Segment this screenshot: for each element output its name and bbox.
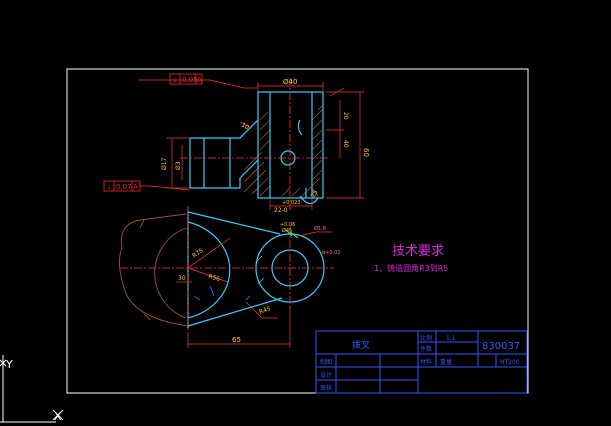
tolerance-top-symbol: ⊥	[172, 76, 178, 84]
front-dimensions	[138, 79, 364, 210]
plan-outline	[187, 210, 325, 328]
hatch-area	[243, 105, 323, 199]
slash-label: d+0.02	[322, 250, 341, 256]
dim-tol-022: +0.023	[282, 200, 301, 206]
tolerance-left-symbol: ⊥	[106, 183, 112, 191]
dim-d45: Ø45	[282, 227, 292, 234]
dim-40v: 40	[342, 140, 349, 148]
ucs-icon	[0, 355, 64, 423]
dim-r45: R45	[258, 305, 272, 316]
ucs-x-label: X	[54, 410, 62, 423]
dim-20: 20	[342, 112, 349, 120]
plan-hatch	[255, 249, 265, 285]
dim-r56: R56	[207, 273, 220, 283]
front-view: ⊥ 0.05 A ⊥ 0.07 A Ø40 60 20 40 22-0 +0.0…	[103, 73, 370, 214]
front-outline	[189, 91, 324, 205]
tolerance-left-value: 0.07	[116, 183, 132, 191]
dim-phi-left-b: Ø3	[175, 161, 182, 170]
dim-25: 25	[310, 189, 320, 199]
tolerance-top-value: 0.05	[182, 76, 198, 84]
dim-30: 30	[178, 275, 186, 282]
plan-ticks	[193, 285, 251, 301]
drawing-border	[66, 68, 529, 394]
tolerance-left-datum: A	[133, 183, 138, 191]
dim-t: +0.06	[280, 222, 295, 228]
dim-65: 65	[232, 336, 241, 344]
dim-22: 22-0	[274, 207, 288, 214]
title-block-ratio-label: 比例	[420, 334, 432, 342]
title-block-drawing-no: 830037	[482, 341, 520, 352]
dim-10: 10	[240, 122, 250, 132]
tolerance-top-datum: A	[197, 76, 202, 84]
tolerance-frame-top	[169, 73, 203, 85]
plan-view: 65 R75 R56 30 R45 Ø45 +0.06 Ø1.6 d+0.02	[119, 206, 341, 348]
dim-40: Ø40	[283, 78, 297, 86]
tech-item-1: 1、铸造圆角R3到R5	[374, 263, 448, 273]
plan-small-marks	[285, 229, 299, 239]
dim-60: 60	[362, 148, 370, 157]
tolerance-frame-left	[103, 180, 141, 192]
title-block-draw-label: 制图	[320, 358, 332, 366]
front-centerlines	[180, 78, 328, 210]
title-block-name: 拨叉	[352, 339, 370, 351]
tech-title: 技术要求	[392, 244, 444, 259]
dim-phi-left-a: Ø17	[161, 157, 168, 170]
title-block	[315, 330, 528, 394]
title-block-design-label: 设计	[320, 371, 332, 379]
plan-left-part	[119, 213, 189, 327]
title-block-ratio-value: 1:1	[446, 335, 456, 342]
plan-dimensions	[176, 231, 332, 348]
title-block-material-value: HT200	[500, 359, 520, 366]
title-block-review-label: 审核	[320, 384, 332, 392]
title-block-qty-label: 件数	[420, 345, 432, 353]
title-block-material-label: 材料	[420, 358, 432, 366]
title-block-weight-label: 重量	[440, 358, 452, 366]
plan-centerlines	[120, 206, 334, 332]
ucs-y-label: Y	[5, 358, 13, 371]
leader-right-label: Ø1.6	[314, 225, 326, 232]
